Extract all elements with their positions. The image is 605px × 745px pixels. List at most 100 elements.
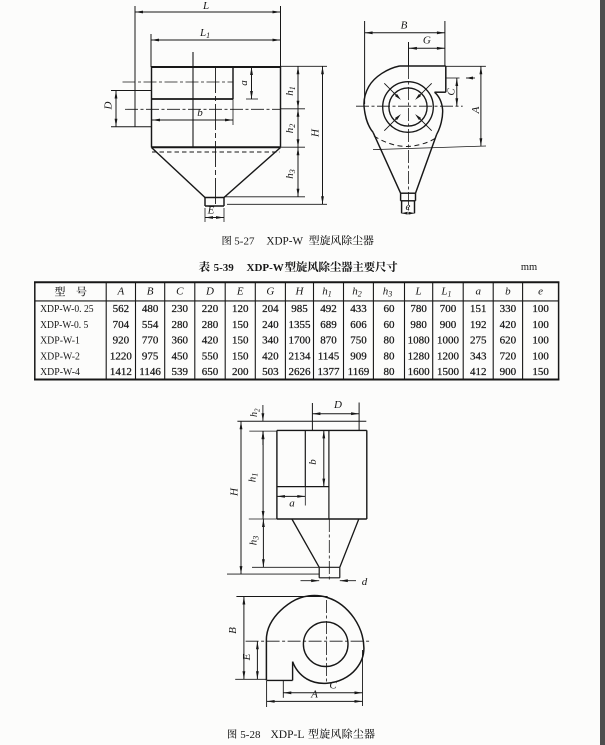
svg-text:h1: h1 (284, 86, 297, 96)
svg-text:420: 420 (262, 350, 279, 362)
svg-text:780: 780 (410, 303, 427, 315)
svg-text:433: 433 (350, 303, 367, 315)
svg-text:80: 80 (383, 366, 395, 378)
svg-text:C: C (446, 88, 458, 96)
svg-text:539: 539 (172, 366, 189, 378)
svg-text:975: 975 (142, 350, 159, 362)
svg-text:280: 280 (172, 319, 189, 331)
svg-text:h3: h3 (284, 169, 297, 179)
svg-text:h2: h2 (249, 408, 261, 417)
svg-text:1169: 1169 (348, 366, 370, 378)
svg-text:XDP-W-0. 5: XDP-W-0. 5 (40, 320, 88, 331)
svg-text:L: L (415, 286, 422, 298)
svg-text:360: 360 (172, 335, 189, 347)
svg-text:900: 900 (440, 319, 457, 331)
svg-text:D: D (205, 286, 214, 298)
svg-text:h3: h3 (248, 536, 261, 546)
svg-text:D: D (333, 399, 342, 411)
svg-text:H: H (229, 487, 241, 497)
svg-text:h3: h3 (383, 286, 393, 299)
svg-text:1700: 1700 (288, 335, 311, 347)
svg-text:B: B (401, 20, 408, 32)
svg-text:554: 554 (142, 319, 159, 331)
svg-text:480: 480 (142, 303, 159, 315)
svg-text:100: 100 (532, 303, 549, 315)
svg-text:100: 100 (532, 335, 549, 347)
svg-text:220: 220 (202, 303, 219, 315)
svg-text:340: 340 (262, 335, 279, 347)
svg-text:e: e (406, 201, 411, 213)
svg-text:A: A (470, 106, 482, 114)
svg-text:200: 200 (232, 366, 249, 378)
svg-text:B: B (227, 627, 239, 634)
svg-text:a: a (289, 497, 295, 509)
svg-text:XDP-W-1: XDP-W-1 (40, 336, 80, 347)
svg-text:C: C (176, 286, 184, 298)
svg-text:204: 204 (262, 303, 279, 315)
svg-text:80: 80 (383, 335, 395, 347)
svg-text:80: 80 (383, 350, 395, 362)
svg-text:900: 900 (500, 366, 517, 378)
svg-text:689: 689 (320, 319, 337, 331)
svg-text:XDP-L: XDP-L (271, 729, 305, 741)
svg-text:280: 280 (202, 319, 219, 331)
svg-text:a: a (238, 80, 250, 86)
svg-text:192: 192 (470, 319, 487, 331)
svg-text:275: 275 (470, 335, 487, 347)
svg-text:870: 870 (320, 335, 337, 347)
svg-text:1080: 1080 (408, 335, 431, 347)
svg-text:H: H (294, 286, 304, 298)
svg-text:150: 150 (232, 319, 249, 331)
svg-text:980: 980 (410, 319, 427, 331)
svg-text:C: C (329, 679, 337, 691)
svg-text:G: G (266, 286, 274, 298)
svg-text:562: 562 (113, 303, 130, 315)
svg-text:1500: 1500 (437, 366, 460, 378)
svg-text:606: 606 (350, 319, 367, 331)
svg-text:1200: 1200 (437, 350, 460, 362)
svg-text:700: 700 (440, 303, 457, 315)
svg-text:b: b (505, 286, 511, 298)
svg-text:E: E (241, 653, 253, 661)
svg-text:151: 151 (470, 303, 487, 315)
svg-text:e: e (538, 286, 543, 298)
svg-text:L1: L1 (199, 27, 210, 40)
svg-text:60: 60 (383, 303, 395, 315)
svg-text:2626: 2626 (288, 366, 311, 378)
svg-text:450: 450 (172, 350, 189, 362)
svg-text:770: 770 (142, 335, 159, 347)
svg-text:230: 230 (172, 303, 189, 315)
svg-text:XDP-W-4: XDP-W-4 (40, 367, 80, 378)
svg-text:412: 412 (470, 366, 487, 378)
svg-text:420: 420 (500, 319, 517, 331)
svg-text:1355: 1355 (288, 319, 311, 331)
svg-text:1280: 1280 (408, 350, 431, 362)
svg-text:330: 330 (500, 303, 517, 315)
svg-text:b: b (307, 459, 319, 465)
svg-text:1600: 1600 (408, 366, 431, 378)
svg-text:mm: mm (521, 262, 537, 273)
svg-text:503: 503 (262, 366, 279, 378)
svg-text:909: 909 (350, 350, 367, 362)
svg-text:550: 550 (202, 350, 219, 362)
svg-text:5-27: 5-27 (234, 235, 255, 247)
svg-text:b: b (197, 107, 203, 119)
svg-text:150: 150 (232, 335, 249, 347)
svg-text:60: 60 (383, 319, 395, 331)
svg-text:1146: 1146 (139, 366, 161, 378)
svg-text:a: a (475, 286, 481, 298)
svg-text:XDP-W: XDP-W (266, 235, 303, 247)
svg-text:620: 620 (500, 335, 517, 347)
svg-text:h1: h1 (247, 473, 260, 483)
svg-text:720: 720 (500, 350, 517, 362)
svg-text:420: 420 (202, 335, 219, 347)
svg-text:120: 120 (232, 303, 249, 315)
svg-text:100: 100 (532, 350, 549, 362)
svg-text:650: 650 (202, 366, 219, 378)
svg-text:985: 985 (291, 303, 308, 315)
svg-text:343: 343 (470, 350, 487, 362)
svg-text:E: E (207, 205, 215, 217)
svg-text:1412: 1412 (110, 366, 132, 378)
svg-text:D: D (103, 101, 115, 110)
svg-text:h1: h1 (322, 286, 332, 299)
